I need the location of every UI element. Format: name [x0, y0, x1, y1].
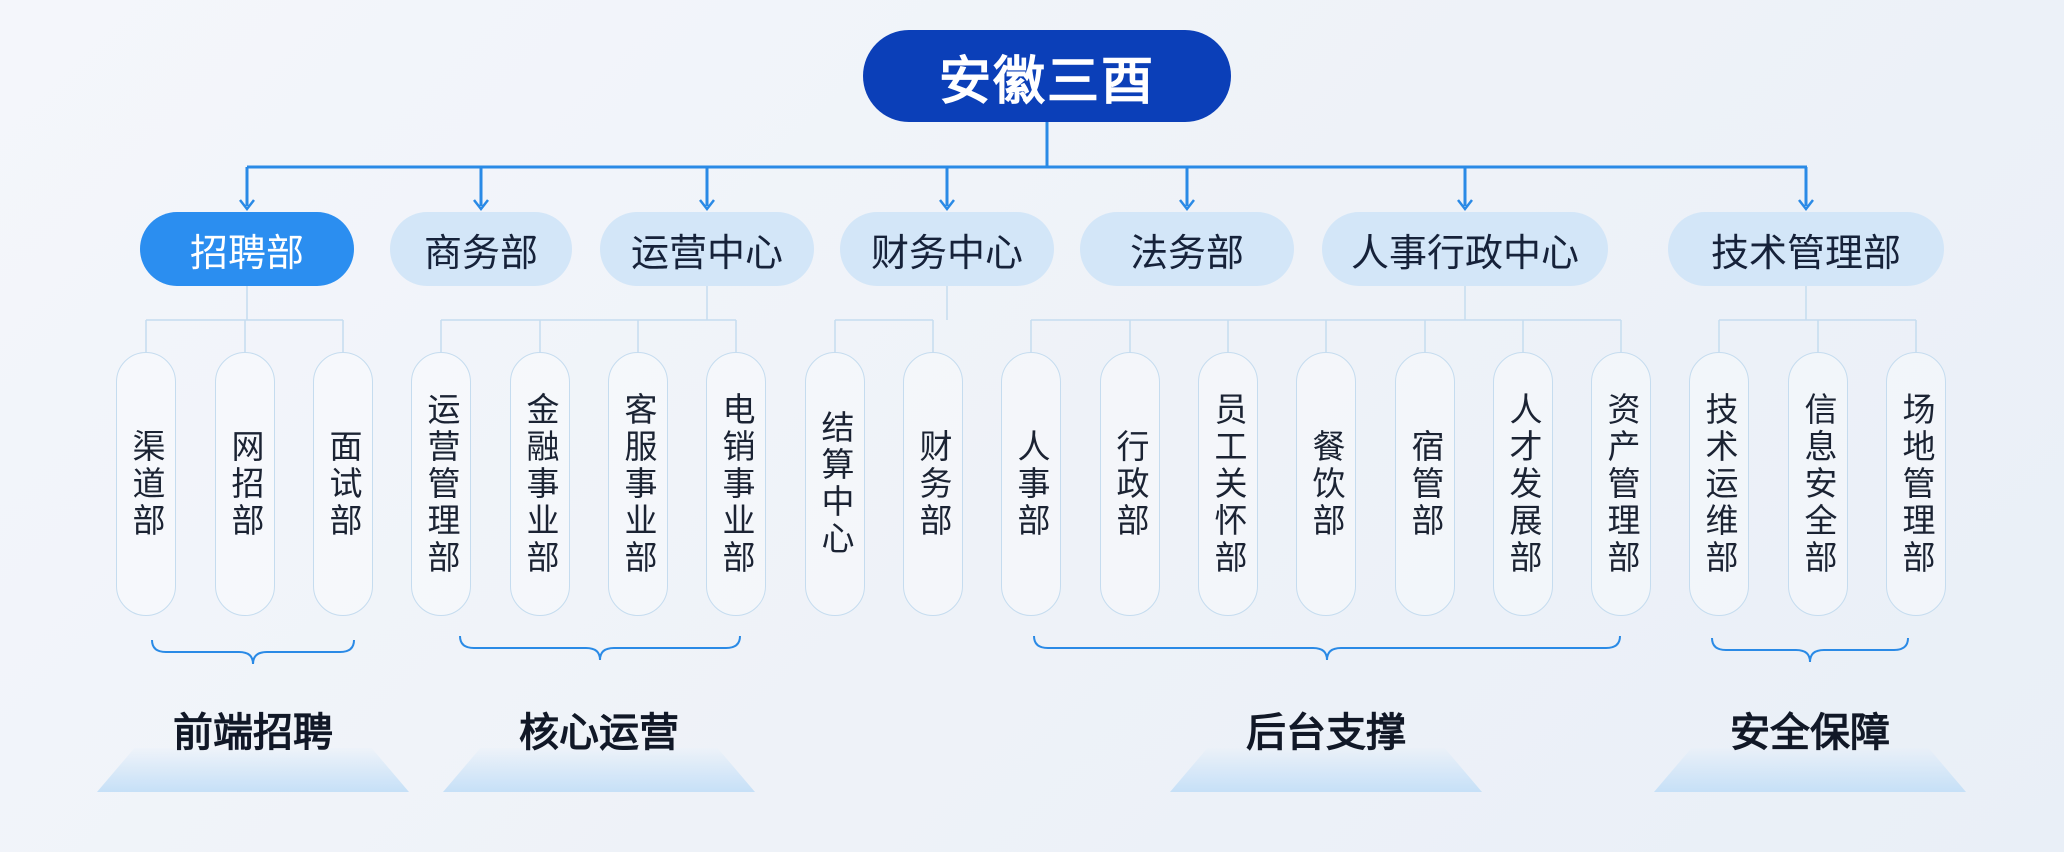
- sub-node: 场地管理部: [1886, 352, 1946, 616]
- group-platform-security: [1654, 748, 1966, 792]
- brace-security-assurance: [1711, 637, 1909, 663]
- sub-node-label: 运营管理部: [423, 391, 460, 577]
- sub-node: 面试部: [313, 352, 373, 616]
- group-platform-core: [443, 748, 755, 792]
- dept-node-tech-management: 技术管理部: [1668, 212, 1944, 286]
- dept-node-legal: 法务部: [1080, 212, 1294, 286]
- sub-node: 人事部: [1001, 352, 1061, 616]
- brace-core-operations: [459, 635, 741, 661]
- sub-node: 财务部: [903, 352, 963, 616]
- sub-node: 电销事业部: [706, 352, 766, 616]
- arrow-head-icon: [939, 199, 955, 212]
- sub-node: 技术运维部: [1689, 352, 1749, 616]
- brace-frontend-recruitment: [151, 639, 355, 665]
- sub-node: 结算中心: [805, 352, 865, 616]
- arrow-head-icon: [239, 199, 255, 212]
- sub-node: 行政部: [1100, 352, 1160, 616]
- dept-node-recruitment: 招聘部: [140, 212, 354, 286]
- sub-node-label: 信息安全部: [1800, 391, 1837, 577]
- dept-node-finance-center: 财务中心: [840, 212, 1054, 286]
- group-label-security-assurance: 安全保障: [1730, 711, 1890, 755]
- sub-node: 资产管理部: [1591, 352, 1651, 616]
- arrow-head-icon: [699, 199, 715, 212]
- group-platform-frontend: [97, 748, 409, 792]
- sub-node-label: 人才发展部: [1505, 391, 1542, 577]
- sub-node-label: 财务部: [915, 428, 952, 540]
- group-label-back-office-support: 后台支撑: [1246, 711, 1406, 755]
- sub-node: 运营管理部: [411, 352, 471, 616]
- sub-node: 员工关怀部: [1198, 352, 1258, 616]
- sub-node-label: 电销事业部: [718, 391, 755, 577]
- sub-node-label: 人事部: [1013, 428, 1050, 540]
- sub-node-label: 餐饮部: [1308, 428, 1345, 540]
- sub-node: 客服事业部: [608, 352, 668, 616]
- sub-node-label: 宿管部: [1407, 428, 1444, 540]
- group-label-core-operations: 核心运营: [519, 711, 679, 755]
- sub-node-label: 网招部: [227, 428, 264, 540]
- arrow-head-icon: [473, 199, 489, 212]
- sub-node: 信息安全部: [1788, 352, 1848, 616]
- root-node-company: 安徽三酉: [863, 30, 1231, 122]
- arrow-head-icon: [1798, 199, 1814, 212]
- group-label-frontend-recruitment: 前端招聘: [173, 711, 333, 755]
- sub-node-label: 渠道部: [128, 428, 165, 540]
- sub-node-label: 行政部: [1112, 428, 1149, 540]
- arrow-head-icon: [1179, 199, 1195, 212]
- dept-node-hr-admin-center: 人事行政中心: [1322, 212, 1608, 286]
- sub-node-label: 技术运维部: [1701, 391, 1738, 577]
- sub-node: 餐饮部: [1296, 352, 1356, 616]
- brace-back-office-support: [1033, 635, 1621, 661]
- sub-node-label: 面试部: [325, 428, 362, 540]
- sub-node-label: 员工关怀部: [1210, 391, 1247, 577]
- sub-node-label: 场地管理部: [1898, 391, 1935, 577]
- sub-node-label: 金融事业部: [522, 391, 559, 577]
- sub-node: 金融事业部: [510, 352, 570, 616]
- sub-node: 网招部: [215, 352, 275, 616]
- dept-node-business: 商务部: [390, 212, 572, 286]
- sub-node: 人才发展部: [1493, 352, 1553, 616]
- sub-node: 渠道部: [116, 352, 176, 616]
- sub-node-label: 结算中心: [817, 410, 854, 558]
- dept-node-operations-center: 运营中心: [600, 212, 814, 286]
- sub-node-label: 资产管理部: [1603, 391, 1640, 577]
- arrow-head-icon: [1457, 199, 1473, 212]
- sub-node-label: 客服事业部: [620, 391, 657, 577]
- sub-node: 宿管部: [1395, 352, 1455, 616]
- group-platform-backoffice: [1170, 748, 1482, 792]
